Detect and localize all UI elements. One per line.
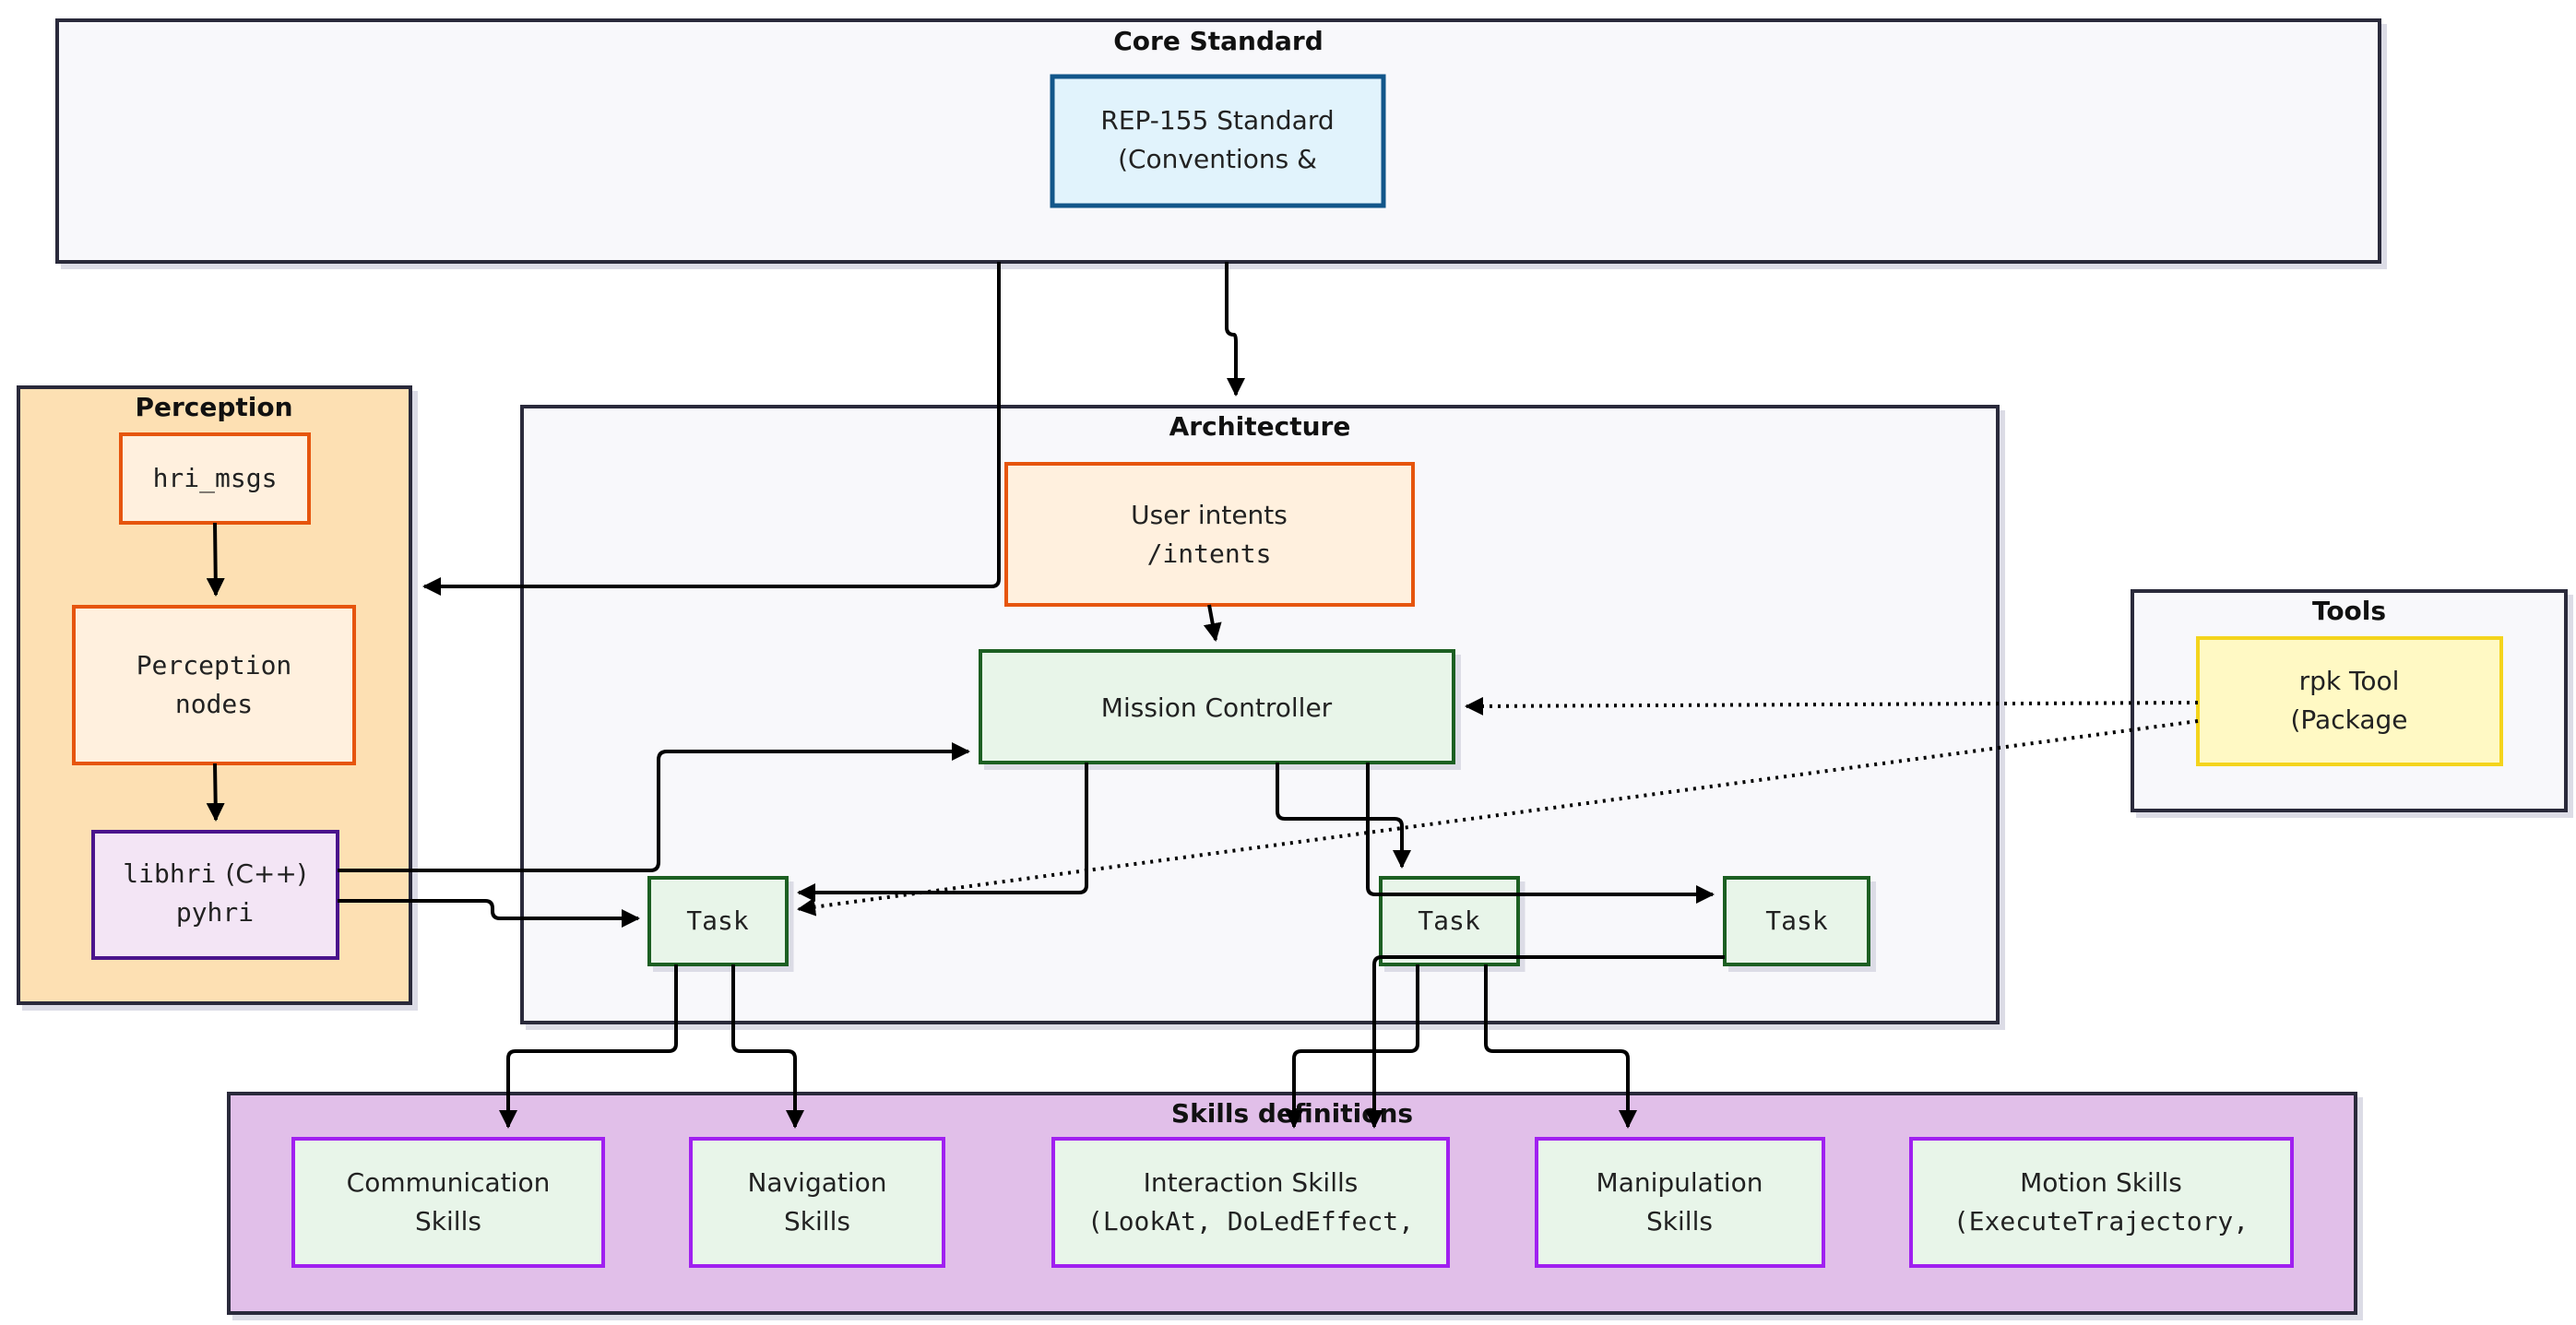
edge-rpk-to-task1 bbox=[797, 719, 2199, 917]
libhri-line1: libhri (C++) bbox=[123, 858, 306, 889]
perception-nodes-line1: Perception bbox=[137, 650, 292, 680]
manipulation-skills-line1: Manipulation bbox=[1597, 1167, 1763, 1198]
perception-nodes-node[interactable]: Perception nodes bbox=[72, 605, 356, 765]
core-standard-title: Core Standard bbox=[1113, 26, 1324, 56]
task-node-1[interactable]: Task bbox=[647, 876, 789, 966]
communication-skills-line2: Skills bbox=[415, 1206, 481, 1236]
rpk-tool-line1: rpk Tool bbox=[2299, 666, 2400, 696]
edge-intents-to-mission-controller bbox=[1203, 604, 1222, 642]
libhri-node[interactable]: libhri (C++) pyhri bbox=[91, 830, 339, 960]
pyhri-label: pyhri bbox=[176, 897, 254, 928]
hri-msgs-node[interactable]: hri_msgs bbox=[119, 432, 311, 525]
task-node-2[interactable]: Task bbox=[1379, 876, 1520, 966]
user-intents-node[interactable]: User intents /intents bbox=[1004, 462, 1415, 607]
edge-rpk-to-mission-controller bbox=[1465, 696, 2199, 716]
edges bbox=[206, 262, 2199, 1129]
perception-nodes-line2: nodes bbox=[175, 689, 253, 719]
motion-skills-node[interactable]: Motion Skills (ExecuteTrajectory, bbox=[1909, 1137, 2294, 1268]
tools-title: Tools bbox=[2312, 596, 2386, 626]
edge-mission-controller-to-task3 bbox=[1366, 763, 1715, 904]
task-label-3: Task bbox=[1765, 905, 1828, 936]
edge-perception-nodes-to-libhri bbox=[206, 763, 225, 822]
task-label-2: Task bbox=[1418, 905, 1480, 936]
architecture-title: Architecture bbox=[1169, 411, 1351, 442]
libhri-name: libhri bbox=[123, 858, 216, 889]
navigation-skills-node[interactable]: Navigation Skills bbox=[689, 1137, 945, 1268]
task-node-3[interactable]: Task bbox=[1723, 876, 1870, 966]
motion-skills-line2: (ExecuteTrajectory, bbox=[1953, 1206, 2249, 1236]
communication-skills-node[interactable]: Communication Skills bbox=[291, 1137, 605, 1268]
perception-title: Perception bbox=[135, 392, 292, 422]
manipulation-skills-line2: Skills bbox=[1646, 1206, 1713, 1236]
libhri-lang: (C++) bbox=[225, 858, 306, 889]
edge-task2-to-manipulation bbox=[1484, 964, 1637, 1129]
task-label-1: Task bbox=[686, 905, 749, 936]
edge-pyhri-to-task1 bbox=[338, 899, 640, 928]
navigation-skills-line1: Navigation bbox=[747, 1167, 886, 1198]
communication-skills-line1: Communication bbox=[347, 1167, 551, 1198]
hri-msgs-label: hri_msgs bbox=[153, 463, 278, 494]
interaction-skills-node[interactable]: Interaction Skills (LookAt, DoLedEffect, bbox=[1051, 1137, 1450, 1268]
rpk-tool-line2: (Package bbox=[2291, 704, 2408, 735]
edge-libhri-to-mission-controller bbox=[338, 742, 970, 872]
edge-hri-msgs-to-perception-nodes bbox=[206, 522, 225, 597]
motion-skills-line1: Motion Skills bbox=[2020, 1167, 2182, 1198]
edge-mission-controller-to-task1 bbox=[797, 763, 1088, 902]
navigation-skills-line2: Skills bbox=[784, 1206, 850, 1236]
user-intents-line1: User intents bbox=[1131, 500, 1288, 530]
rep155-line1: REP-155 Standard bbox=[1100, 105, 1334, 136]
edge-mission-controller-to-task2 bbox=[1276, 763, 1411, 869]
interaction-skills-line1: Interaction Skills bbox=[1144, 1167, 1359, 1198]
edge-task1-to-communication bbox=[499, 964, 678, 1129]
rpk-tool-node[interactable]: rpk Tool (Package bbox=[2196, 636, 2503, 766]
rep155-node[interactable]: REP-155 Standard (Conventions & bbox=[1050, 74, 1386, 208]
edge-task3-to-interaction bbox=[1365, 955, 1725, 1129]
edge-task1-to-navigation bbox=[731, 964, 804, 1129]
edge-task2-to-interaction bbox=[1285, 964, 1419, 1129]
manipulation-skills-node[interactable]: Manipulation Skills bbox=[1535, 1137, 1825, 1268]
user-intents-line2: /intents bbox=[1147, 538, 1272, 569]
rep155-line2: (Conventions & bbox=[1118, 144, 1317, 174]
edge-core-to-perception bbox=[422, 262, 1001, 596]
mission-controller-node[interactable]: Mission Controller bbox=[979, 649, 1455, 764]
edge-core-to-architecture bbox=[1225, 262, 1245, 396]
interaction-skills-line2: (LookAt, DoLedEffect, bbox=[1087, 1206, 1414, 1236]
mission-controller-label: Mission Controller bbox=[1101, 692, 1333, 723]
